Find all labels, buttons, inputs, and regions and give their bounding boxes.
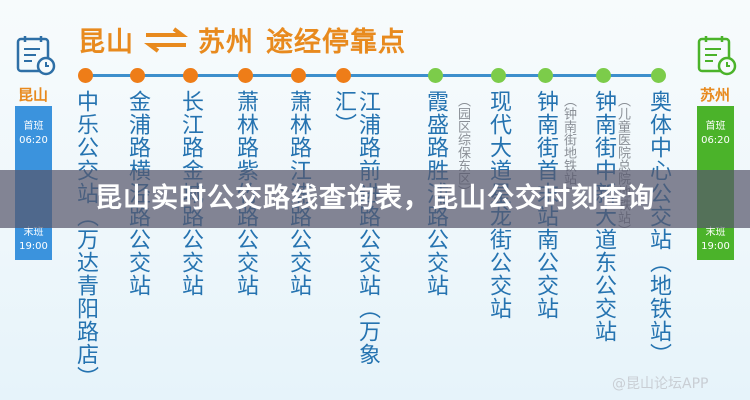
last-bus-label: 末班 [23,227,44,238]
stop-name: 江浦路前进路公交站（万象汇） [331,90,380,366]
first-bus-label: 首班 [23,121,44,132]
swap-arrows-icon [144,26,188,54]
first-bus-label: 首班 [705,121,726,132]
stop-dot [238,68,253,83]
title-to: 苏州 [198,27,254,58]
right-city-label: 苏州 [700,86,731,104]
stop-dot [183,68,198,83]
stop-dot [428,68,443,83]
stop-dot [78,68,93,83]
stop-dot [538,68,553,83]
watermark: @昆山论坛APP [612,376,709,392]
title-suffix: 途经停靠点 [266,27,406,58]
stop-name: 中乐公交站（万达青阳路店） [73,90,98,389]
stop-dot [596,68,611,83]
route-line [85,74,658,77]
stop-dot [491,68,506,83]
calendar-clock-icon [16,34,56,76]
first-bus-time: 06:20 [701,135,730,146]
route-title: 昆山 苏州 途经停靠点 [78,20,406,59]
first-bus-time: 06:20 [19,135,48,146]
banner-caption: 昆山实时公交路线查询表，昆山公交时刻查询 [0,170,750,228]
calendar-clock-icon [697,34,737,76]
title-from: 昆山 [78,27,134,58]
last-bus-time: 19:00 [19,241,48,252]
last-bus-time: 19:00 [701,241,730,252]
stop-name: 奥体中心公交站（地铁站） [646,90,671,366]
stop-dot [651,68,666,83]
last-bus-label: 末班 [705,227,726,238]
stop-dot [291,68,306,83]
stop-dot [336,68,351,83]
left-city-label: 昆山 [18,86,49,104]
stop-dot [130,68,145,83]
